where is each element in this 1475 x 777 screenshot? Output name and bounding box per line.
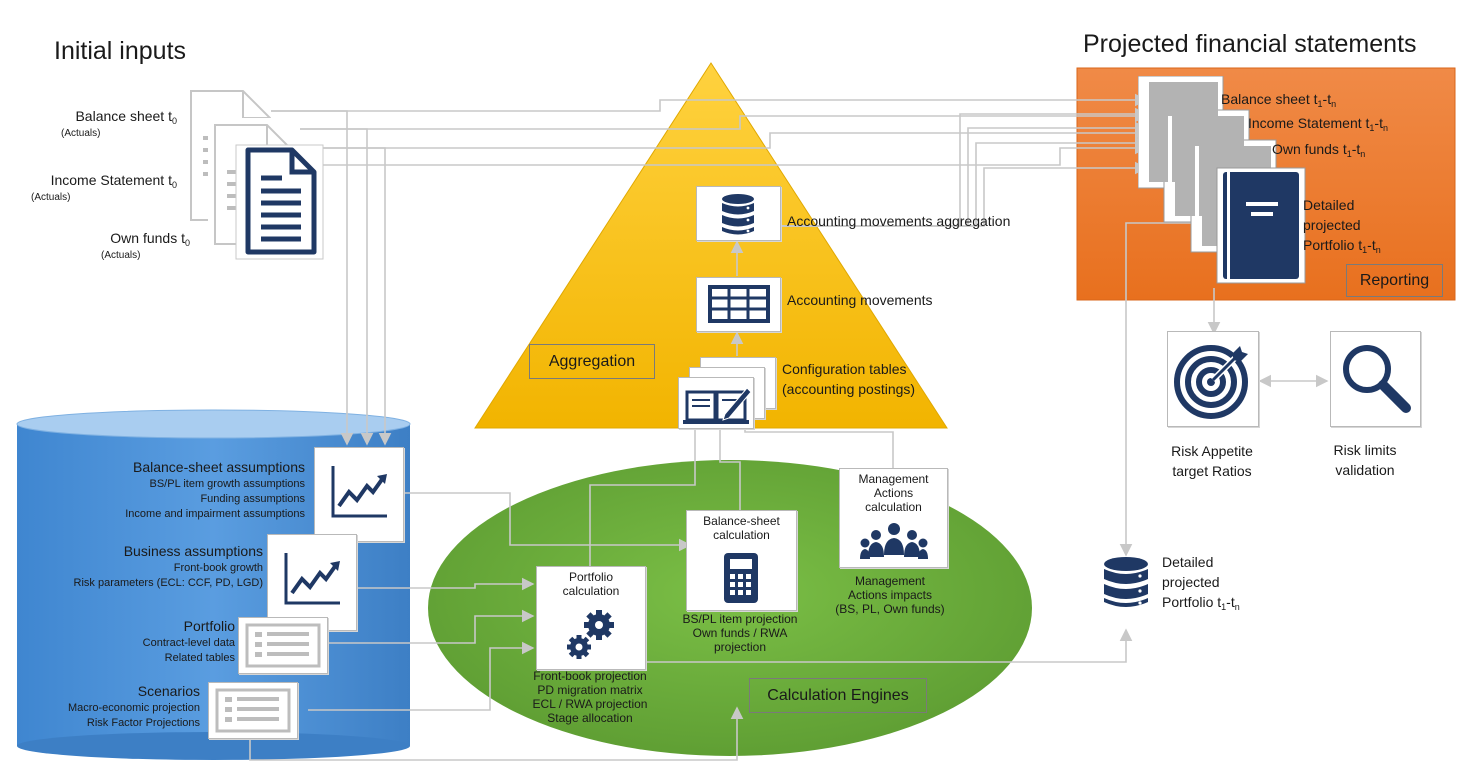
- report-own-funds-label: Own funds t1-tn: [1272, 141, 1366, 159]
- risk-limits-label-line1: Risk limits: [1333, 442, 1397, 458]
- bs-assumption-item: BS/PL item growth assumptions: [149, 478, 306, 490]
- bs-calc-output: projection: [713, 640, 767, 654]
- risk-appetite-label-line2: target Ratios: [1172, 463, 1252, 479]
- aggregation-tag: Aggregation: [529, 344, 655, 379]
- growth-chart-icon: [284, 553, 340, 605]
- bs-calc-title: Balance-sheet: [703, 514, 780, 528]
- portfolio-db-line1: Detailed: [1162, 554, 1214, 570]
- config-tables-label-line1: Configuration tables: [782, 361, 907, 377]
- table-icon-box: [696, 277, 781, 332]
- target-icon: [1174, 345, 1248, 419]
- portfolio-form-box: [238, 617, 328, 674]
- business-assumption-item: Front-book growth: [173, 562, 263, 574]
- form-list-icon: [245, 623, 321, 668]
- portfolio-db-line3: Portfolio t1-tn: [1162, 594, 1240, 612]
- projected-statements-heading: Projected financial statements: [1083, 30, 1417, 58]
- mgmt-actions-output: Actions impacts: [847, 588, 933, 602]
- mgmt-actions-title: calculation: [865, 500, 922, 514]
- portfolio-calc-output: Front-book projection: [533, 669, 647, 683]
- business-assumption-item: Risk parameters (ECL: CCF, PD, LGD): [73, 577, 263, 589]
- scenarios-form-box: [208, 682, 298, 739]
- portfolio-calc-output: Stage allocation: [547, 711, 633, 725]
- accounting-movements-aggregation-label: Accounting movements aggregation: [787, 213, 1011, 229]
- accounting-movements-label: Accounting movements: [787, 292, 933, 308]
- scenario-item: Risk Factor Projections: [86, 717, 200, 729]
- portfolio-calc-title: calculation: [562, 584, 620, 598]
- portfolio-database-icon: [1104, 557, 1148, 607]
- config-tables-label-line2: (accounting postings): [782, 381, 916, 397]
- reporting-documents-stack: [1138, 76, 1306, 284]
- risk-limits-label-line2: validation: [1335, 462, 1395, 478]
- input-balance-sheet-note: (Actuals): [61, 128, 101, 139]
- bs-calc-title: calculation: [713, 528, 770, 542]
- reporting-tag: Reporting: [1346, 264, 1443, 297]
- input-own-funds-label: Own funds t0: [110, 230, 190, 248]
- bs-assumption-item: Funding assumptions: [200, 493, 305, 505]
- form-list-icon: [215, 688, 291, 733]
- config-tables-icon-box: [678, 377, 754, 429]
- portfolio-calc-box: Portfolio calculation: [536, 566, 646, 670]
- calculation-engines-tag: Calculation Engines: [749, 678, 927, 713]
- input-income-statement-label: Income Statement t0: [50, 172, 177, 190]
- risk-limits-icon-box: [1330, 331, 1421, 427]
- initial-inputs-heading: Initial inputs: [54, 37, 187, 65]
- meeting-group-icon: [860, 523, 928, 559]
- database-icon-box: [696, 186, 781, 241]
- scenario-item: Macro-economic projection: [67, 702, 200, 714]
- report-detailed-line3: Portfolio t1-tn: [1303, 237, 1381, 255]
- database-icon: [722, 194, 754, 235]
- input-documents-stack: [190, 90, 324, 260]
- magnifier-icon: [1343, 345, 1411, 413]
- bs-calc-output: Own funds / RWA: [692, 626, 788, 640]
- portfolio-calc-output: PD migration matrix: [537, 683, 643, 697]
- portfolio-calc-output: ECL / RWA projection: [532, 697, 648, 711]
- bs-assumptions-title: Balance-sheet assumptions: [133, 459, 305, 475]
- mgmt-actions-box: Management Actions calculation: [839, 468, 948, 568]
- book-edit-icon: [683, 387, 752, 424]
- portfolio-title: Portfolio: [183, 618, 235, 634]
- bs-assumption-item: Income and impairment assumptions: [125, 508, 305, 520]
- risk-appetite-icon-box: [1167, 331, 1259, 427]
- report-income-statement-label: Income Statement t1-tn: [1248, 115, 1388, 133]
- scenarios-title: Scenarios: [137, 683, 200, 699]
- bs-assumptions-chart-box: [314, 447, 404, 542]
- growth-chart-icon: [331, 466, 387, 518]
- input-balance-sheet-label: Balance sheet t0: [75, 108, 177, 126]
- report-detailed-line2: projected: [1303, 217, 1361, 233]
- portfolio-item: Related tables: [164, 652, 235, 664]
- business-assumptions-chart-box: [267, 534, 357, 631]
- report-balance-sheet-label: Balance sheet t1-tn: [1221, 91, 1337, 109]
- risk-appetite-label-line1: Risk Appetite: [1171, 443, 1253, 459]
- portfolio-item: Contract-level data: [142, 637, 235, 649]
- mgmt-actions-output: Management: [854, 574, 926, 588]
- report-detailed-line1: Detailed: [1303, 197, 1355, 213]
- bs-calc-box: Balance-sheet calculation: [686, 510, 797, 611]
- input-own-funds-note: (Actuals): [101, 250, 141, 261]
- business-assumptions-title: Business assumptions: [123, 543, 263, 559]
- calculator-icon: [724, 553, 758, 603]
- portfolio-calc-title: Portfolio: [568, 570, 614, 584]
- gears-icon: [567, 610, 614, 659]
- portfolio-db-line2: projected: [1162, 574, 1220, 590]
- mgmt-actions-output: (BS, PL, Own funds): [835, 602, 945, 616]
- bs-calc-output: BS/PL item projection: [682, 612, 798, 626]
- mgmt-actions-title: Management: [858, 472, 929, 486]
- mgmt-actions-title: Actions: [873, 486, 914, 500]
- table-icon: [708, 285, 770, 323]
- input-income-statement-note: (Actuals): [31, 192, 71, 203]
